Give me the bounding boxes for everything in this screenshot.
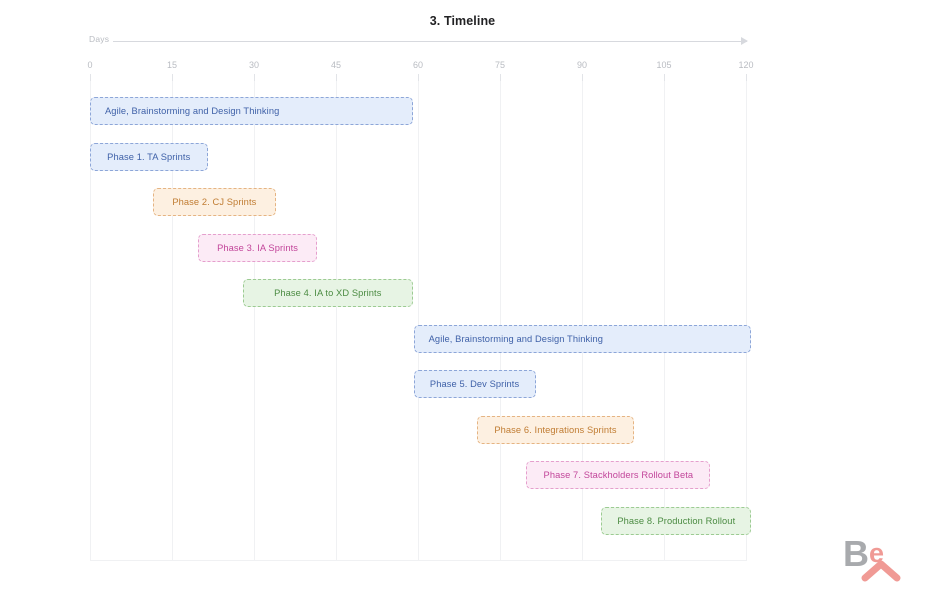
x-axis-line bbox=[113, 41, 747, 42]
gridline bbox=[254, 81, 255, 560]
gantt-bar[interactable]: Phase 5. Dev Sprints bbox=[413, 370, 536, 398]
gridline bbox=[336, 81, 337, 560]
gantt-bar[interactable]: Phase 2. CJ Sprints bbox=[152, 188, 276, 216]
gantt-bar-label: Agile, Brainstorming and Design Thinking bbox=[428, 333, 603, 344]
gantt-bar[interactable]: Phase 8. Production Rollout bbox=[601, 506, 752, 535]
x-axis-arrow-icon bbox=[741, 37, 748, 45]
x-tick-label: 105 bbox=[656, 60, 672, 70]
gantt-bar-label: Phase 6. Integrations Sprints bbox=[494, 424, 617, 435]
gantt-bar-label: Phase 2. CJ Sprints bbox=[172, 197, 257, 207]
x-tick-label: 15 bbox=[166, 60, 178, 70]
gantt-bar-label: Phase 4. IA to XD Sprints bbox=[274, 288, 382, 298]
x-tick-label: 75 bbox=[494, 60, 506, 70]
gantt-bar[interactable]: Agile, Brainstorming and Design Thinking bbox=[90, 97, 413, 125]
x-tick-mark bbox=[746, 74, 747, 81]
gridline bbox=[582, 81, 583, 560]
svg-text:B: B bbox=[843, 533, 869, 574]
page-title: 3. Timeline bbox=[429, 14, 496, 28]
gantt-bar-label: Phase 1. TA Sprints bbox=[107, 151, 191, 162]
gantt-bar-label: Agile, Brainstorming and Design Thinking bbox=[105, 106, 280, 116]
x-tick-label: 45 bbox=[330, 60, 342, 70]
grid-baseline bbox=[90, 560, 747, 561]
gridline bbox=[418, 81, 419, 560]
gridline bbox=[172, 81, 173, 560]
svg-text:e: e bbox=[869, 538, 884, 568]
x-tick-mark bbox=[582, 74, 583, 81]
x-tick-mark bbox=[500, 74, 501, 81]
gantt-bar[interactable]: Agile, Brainstorming and Design Thinking bbox=[413, 324, 752, 353]
x-tick-mark bbox=[418, 74, 419, 81]
gantt-bar[interactable]: Phase 7. Stackholders Rollout Beta bbox=[526, 461, 711, 489]
x-tick-mark bbox=[336, 74, 337, 81]
x-tick-label: 60 bbox=[412, 60, 424, 70]
x-tick-mark bbox=[254, 74, 255, 81]
gantt-bar[interactable]: Phase 3. IA Sprints bbox=[198, 233, 317, 262]
gridline bbox=[664, 81, 665, 560]
x-tick-mark bbox=[172, 74, 173, 81]
behance-logo: B e bbox=[843, 532, 911, 584]
x-tick-label: 0 bbox=[87, 60, 93, 70]
gridline bbox=[746, 81, 747, 560]
gantt-bar[interactable]: Phase 1. TA Sprints bbox=[90, 142, 208, 171]
x-tick-label: 30 bbox=[248, 60, 260, 70]
gantt-bar[interactable]: Phase 6. Integrations Sprints bbox=[477, 415, 634, 444]
x-tick-label: 120 bbox=[738, 60, 754, 70]
gantt-bar[interactable]: Phase 4. IA to XD Sprints bbox=[243, 279, 413, 307]
gridline bbox=[90, 81, 91, 560]
x-tick-mark bbox=[90, 74, 91, 81]
x-axis-label: Days bbox=[89, 34, 110, 44]
gantt-bar-label: Phase 5. Dev Sprints bbox=[429, 379, 520, 389]
gantt-bar-label: Phase 8. Production Rollout bbox=[617, 515, 736, 526]
x-tick-label: 90 bbox=[576, 60, 588, 70]
gridline bbox=[500, 81, 501, 560]
x-tick-mark bbox=[664, 74, 665, 81]
gantt-bar-label: Phase 3. IA Sprints bbox=[217, 242, 299, 253]
gantt-bar-label: Phase 7. Stackholders Rollout Beta bbox=[543, 470, 694, 480]
